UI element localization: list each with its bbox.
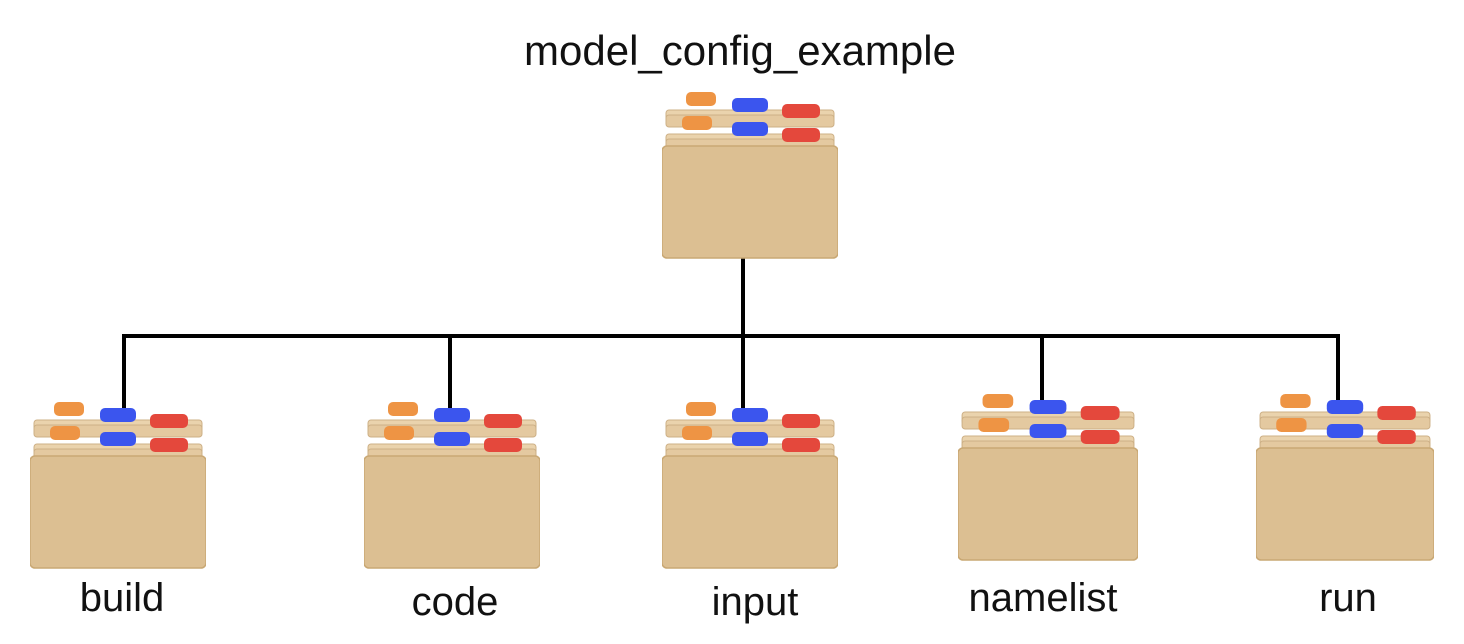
file-cabinet-graphic (1255, 394, 1435, 561)
file-cabinet-graphic (661, 92, 839, 259)
file-cabinet-graphic (661, 402, 839, 569)
root-folder[interactable] (661, 90, 839, 260)
file-cabinet-graphic (363, 402, 541, 569)
file-cabinet-icon (661, 400, 839, 575)
file-cabinet-icon (1255, 392, 1435, 567)
file-cabinet-icon (363, 400, 541, 575)
folder-run[interactable] (1255, 392, 1435, 562)
folder-input[interactable] (661, 400, 839, 570)
file-cabinet-icon (957, 392, 1139, 567)
folder-label-namelist: namelist (968, 576, 1118, 620)
folder-label-run: run (1319, 576, 1377, 620)
file-cabinet-graphic (957, 394, 1139, 561)
root-folder-label: model_config_example (524, 27, 956, 74)
folder-code[interactable] (363, 400, 541, 570)
file-cabinet-icon (661, 90, 839, 265)
folder-namelist[interactable] (957, 392, 1139, 562)
file-cabinet-icon (29, 400, 207, 575)
file-cabinet-graphic (29, 402, 207, 569)
folder-label-input: input (711, 580, 799, 624)
folder-label-build: build (79, 576, 165, 620)
folder-build[interactable] (29, 400, 207, 570)
folder-label-code: code (411, 580, 499, 624)
